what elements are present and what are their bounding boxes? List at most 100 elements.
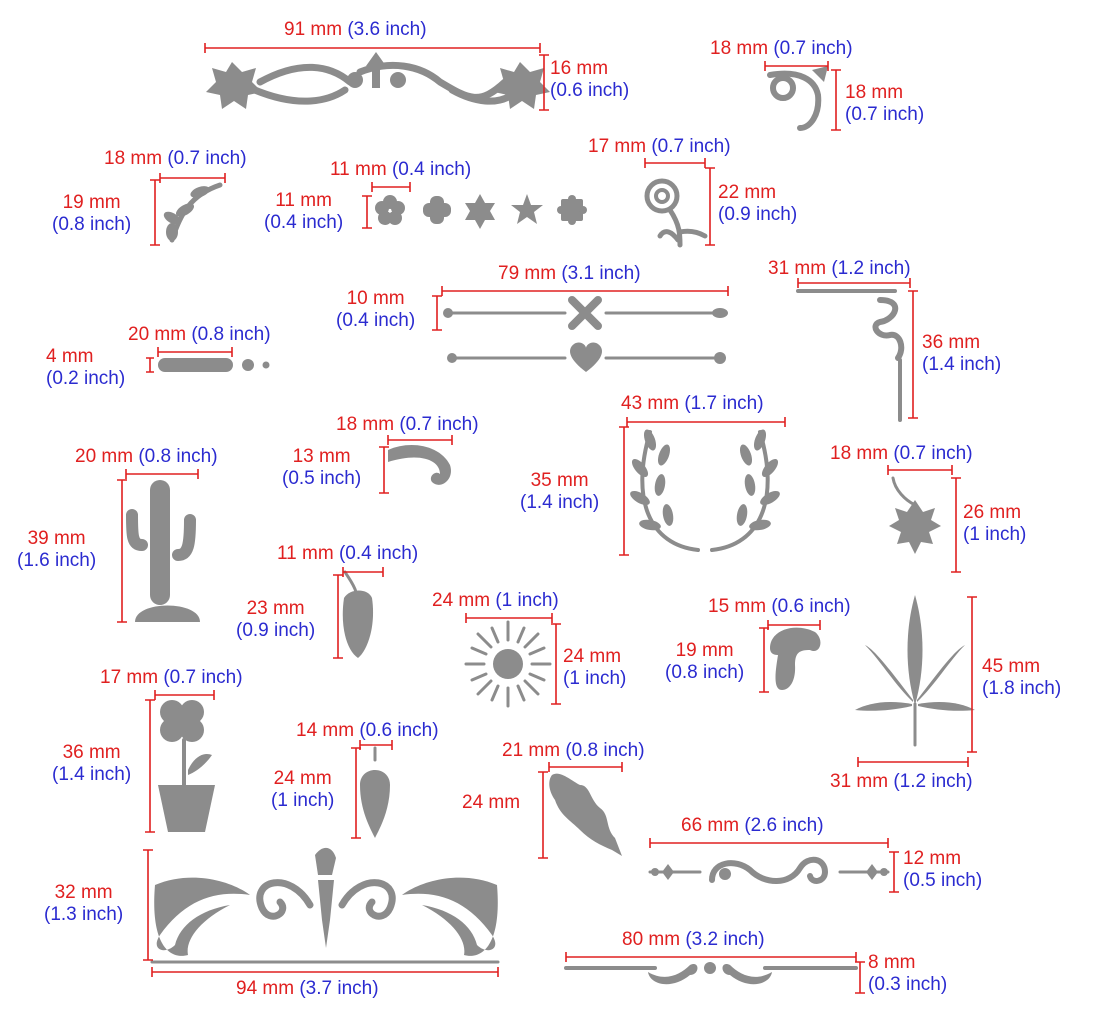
dim-line-27 [465,613,553,623]
dim-line-10 [705,167,715,246]
label-12: 10 mm(0.4 inch) [336,288,415,332]
inch-25: (0.4 inch) [338,543,419,564]
inch-7: (0.4 inch) [391,159,472,180]
mm-21: 18 mm [830,443,889,464]
inch-40: (0.5 inch) [903,870,983,891]
dim-line-8 [362,195,372,229]
mm-13: 31 mm [768,258,827,279]
dim-line-39 [649,838,889,848]
label-29: 15 mm (0.6 inch) [708,596,851,618]
mm-22: 26 mm [963,502,1022,523]
mm-31: 45 mm [982,656,1041,677]
inch-23: (0.8 inch) [138,446,218,467]
label-36: 24 mm(1 inch) [271,768,334,812]
label-16: 4 mm(0.2 inch) [46,346,125,390]
inch-4: (0.7 inch) [845,104,925,125]
inch-16: (0.2 inch) [46,368,126,389]
label-22: 26 mm(1 inch) [963,502,1026,546]
dim-line-7 [371,182,411,192]
bar-dots-shape [158,358,270,372]
leaf-branch-shape [163,182,223,243]
label-5: 18 mm (0.7 inch) [104,148,247,170]
dim-line-1 [204,43,541,53]
mm-23: 20 mm [75,446,134,467]
mm-36: 24 mm [273,768,332,789]
cactus-shape [126,480,200,622]
mm-24: 39 mm [27,528,86,549]
mm-14: 36 mm [922,332,981,353]
label-25: 11 mm (0.4 inch) [277,543,418,565]
inch-2: (0.6 inch) [550,80,630,101]
mm-29: 15 mm [708,596,767,617]
mm-35: 14 mm [296,720,355,741]
mm-44: 8 mm [868,952,916,973]
label-33: 17 mm (0.7 inch) [100,667,243,689]
teardrop-leaf-shape [360,746,390,838]
small-flowers-row-shape [375,194,587,229]
dim-line-21 [887,465,953,475]
oak-leaf-shape [549,773,622,856]
mm-7: 11 mm [330,159,387,180]
mm-18: 13 mm [292,446,351,467]
label-3: 18 mm (0.7 inch) [710,38,853,60]
inch-21: (0.7 inch) [893,443,973,464]
dim-line-2 [539,54,549,111]
dim-line-3 [764,61,829,71]
inch-14: (1.4 inch) [922,354,1002,375]
corner-curl-shape [767,66,828,131]
label-26: 23 mm(0.9 inch) [236,598,315,642]
dim-line-38 [538,771,548,859]
mm-26: 23 mm [246,598,305,619]
inch-6: (0.8 inch) [52,214,132,235]
mm-28: 24 mm [563,646,622,667]
inch-36: (1 inch) [271,790,335,811]
mm-10: 22 mm [718,182,777,203]
inch-9: (0.7 inch) [651,136,731,157]
mm-6: 19 mm [62,192,121,213]
mm-41: 32 mm [54,882,113,903]
label-31: 45 mm(1.8 inch) [982,656,1061,700]
dim-line-43 [565,952,857,962]
label-38: 24 mm [462,792,520,814]
label-24: 39 mm(1.6 inch) [17,528,96,572]
acorn-shape [342,570,374,658]
inch-42: (3.7 inch) [299,978,379,999]
mm-25: 11 mm [277,543,334,564]
mm-30: 19 mm [675,640,734,661]
inch-5: (0.7 inch) [167,148,247,169]
label-13: 31 mm (1.2 inch) [768,258,911,280]
inch-17: (0.7 inch) [399,414,479,435]
dim-line-42 [151,967,499,977]
dim-line-22 [951,477,961,573]
mm-42: 94 mm [236,978,295,999]
maple-leaf-shape [889,476,941,554]
inch-41: (1.3 inch) [44,904,124,925]
label-18: 13 mm(0.5 inch) [282,446,361,490]
dim-line-31 [967,596,977,753]
inch-34: (1.4 inch) [52,764,132,785]
acanthus-border-shape [150,847,500,964]
line-flourish-shape [564,962,858,985]
label-42: 94 mm (3.7 inch) [236,978,379,1000]
label-6: 19 mm(0.8 inch) [52,192,131,236]
mm-17: 18 mm [336,414,395,435]
inch-10: (0.9 inch) [718,204,798,225]
cannabis-leaf-shape [855,595,975,747]
label-21: 18 mm (0.7 inch) [830,443,973,465]
inch-8: (0.4 inch) [264,212,344,233]
swirl-divider-shape [648,856,890,884]
label-7: 11 mm (0.4 inch) [330,159,471,181]
dim-line-15 [157,347,233,357]
mm-2: 16 mm [550,58,609,79]
scroll-border-top-shape [206,52,550,109]
dim-line-41 [143,849,153,961]
mm-8: 11 mm [275,190,332,211]
mm-37: 21 mm [502,740,561,761]
inch-43: (3.2 inch) [685,929,765,950]
dim-line-9 [644,158,706,168]
dim-line-17 [387,435,453,445]
mm-32: 31 mm [830,771,889,792]
laurel-wreath-shape [630,429,780,552]
label-27: 24 mm (1 inch) [432,590,559,612]
label-10: 22 mm(0.9 inch) [718,182,797,226]
